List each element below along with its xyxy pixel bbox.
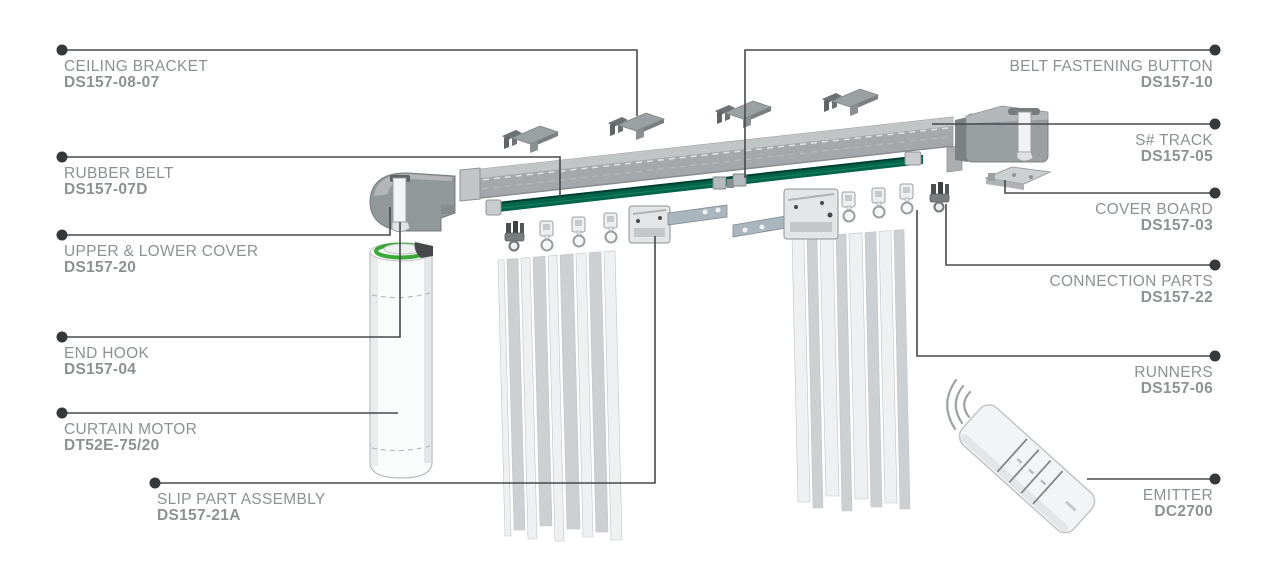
part-label-runners: RUNNERS DS157-06 [1134,365,1213,397]
part-name: BELT FASTENING BUTTON [1009,58,1213,75]
part-code: DS157-20 [64,259,137,276]
part-label-belt-fastening-button: BELT FASTENING BUTTON DS157-10 [1009,59,1213,91]
callout-lines [62,49,1215,484]
part-code: DC2700 [1154,503,1213,520]
part-code: DS157-06 [1140,380,1213,397]
part-name: RUNNERS [1134,364,1213,381]
part-name: S# TRACK [1135,132,1213,149]
belt-fastening-button-graphic [712,173,747,190]
part-code: DS157-03 [1140,217,1213,234]
part-name: RUBBER BELT [64,165,174,182]
part-code: DS157-07D [64,181,148,198]
wireless-signal-icon [946,378,972,431]
callout-line-end-hook [62,222,401,338]
part-label-curtain-motor: CURTAIN MOTOR DT52E-75/20 [64,422,197,454]
slip-part-assembly-graphic [628,188,839,244]
emitter-graphic [946,378,1096,534]
motor-housing-graphic [946,105,1049,173]
part-code: DS157-22 [1140,289,1213,306]
part-code: DS157-21A [157,507,241,524]
track-graphic [459,116,954,202]
part-label-end-hook: END HOOK DS157-04 [64,346,149,378]
callout-dots [56,44,1221,489]
part-code: DS157-05 [1140,148,1213,165]
part-label-emitter: EMITTER DC2700 [1143,488,1213,520]
upper-lower-cover-graphic [369,172,456,232]
callout-line-connection-parts [945,204,1215,266]
part-name: UPPER & LOWER COVER [64,243,259,260]
callout-line-upper-lower-cover [62,207,391,236]
curtain-panel-right-graphic [791,229,911,512]
part-code: DS157-08-07 [64,74,160,91]
part-name: CONNECTION PARTS [1049,273,1213,290]
rubber-belt-graphic [485,151,924,216]
part-name: CEILING BRACKET [64,58,209,75]
callout-line-rubber-belt [62,156,561,197]
part-label-rubber-belt: RUBBER BELT DS157-07D [64,166,174,198]
part-code: DT52E-75/20 [64,437,160,454]
callout-line-runners [916,210,1215,357]
part-label-upper-lower-cover: UPPER & LOWER COVER DS157-20 [64,244,258,276]
part-name: COVER BOARD [1095,201,1213,218]
part-name: SLIP PART ASSEMBLY [157,491,326,508]
part-label-connection-parts: CONNECTION PARTS DS157-22 [1049,274,1213,306]
part-name: EMITTER [1142,487,1213,504]
callout-line-belt-fastening-button [744,49,1215,178]
part-name: END HOOK [64,345,150,362]
part-code: DS157-04 [64,361,137,378]
part-label-ceiling-bracket: CEILING BRACKET DS157-08-07 [64,59,208,91]
cover-board-graphic [984,166,1052,190]
callout-line-ceiling-bracket [62,49,638,116]
part-label-s-track: S# TRACK DS157-05 [1135,133,1213,165]
curtain-panel-left-graphic [497,250,623,542]
callout-line-slip-part-assembly [155,236,656,484]
part-label-slip-part-assembly: SLIP PART ASSEMBLY DS157-21A [157,492,326,524]
part-code: DS157-10 [1140,74,1213,91]
callout-line-cover-board [1004,180,1215,194]
part-label-cover-board: COVER BOARD DS157-03 [1095,202,1213,234]
curtain-motor-graphic [369,242,433,479]
part-name: CURTAIN MOTOR [64,421,198,438]
